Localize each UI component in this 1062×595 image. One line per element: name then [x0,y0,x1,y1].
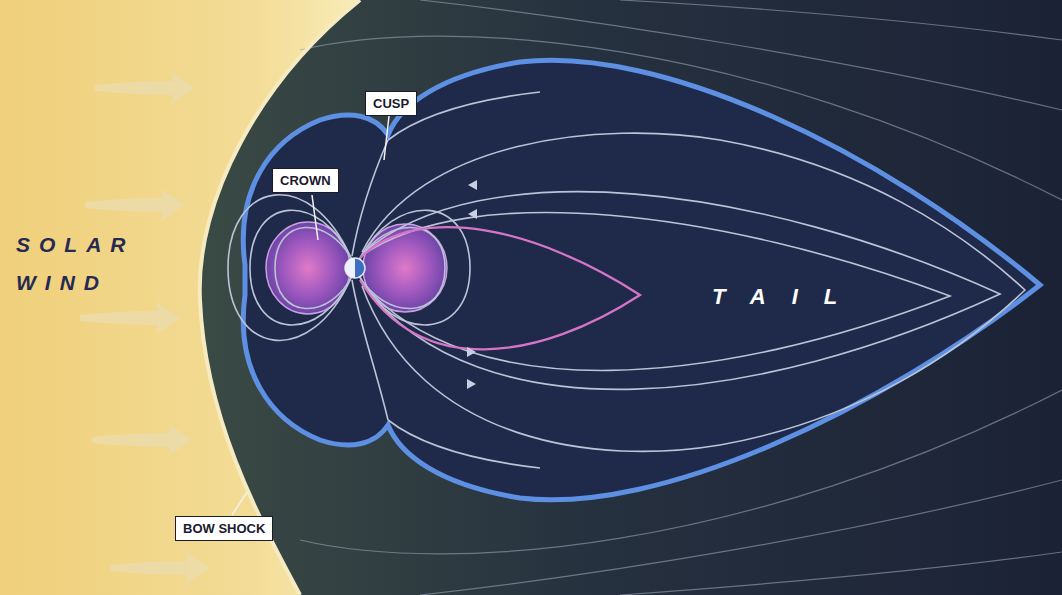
magnetopause [243,60,1040,500]
solar-wind-arrows [80,72,210,584]
bow-shock-label-box: BOW SHOCK [175,516,273,541]
inner-field-loop [360,227,640,349]
crown-label-box: CROWN [272,168,339,193]
label-text: BOW SHOCK [183,520,265,537]
field-arrows [467,180,477,389]
earth-lit-side [345,258,355,278]
tail-label: TAIL [712,284,972,310]
solar-wind-glow [0,0,360,595]
leader-lines [232,116,389,515]
magnetosheath [200,0,1062,595]
solar-wind-label: SOLAR WIND [16,226,156,302]
label-text: CROWN [280,172,331,189]
cusp-label-box: CUSP [365,91,417,116]
field-lines [228,92,1025,468]
bow-shock-line [200,0,360,595]
earth [345,258,365,278]
label-text: CUSP [373,95,409,112]
